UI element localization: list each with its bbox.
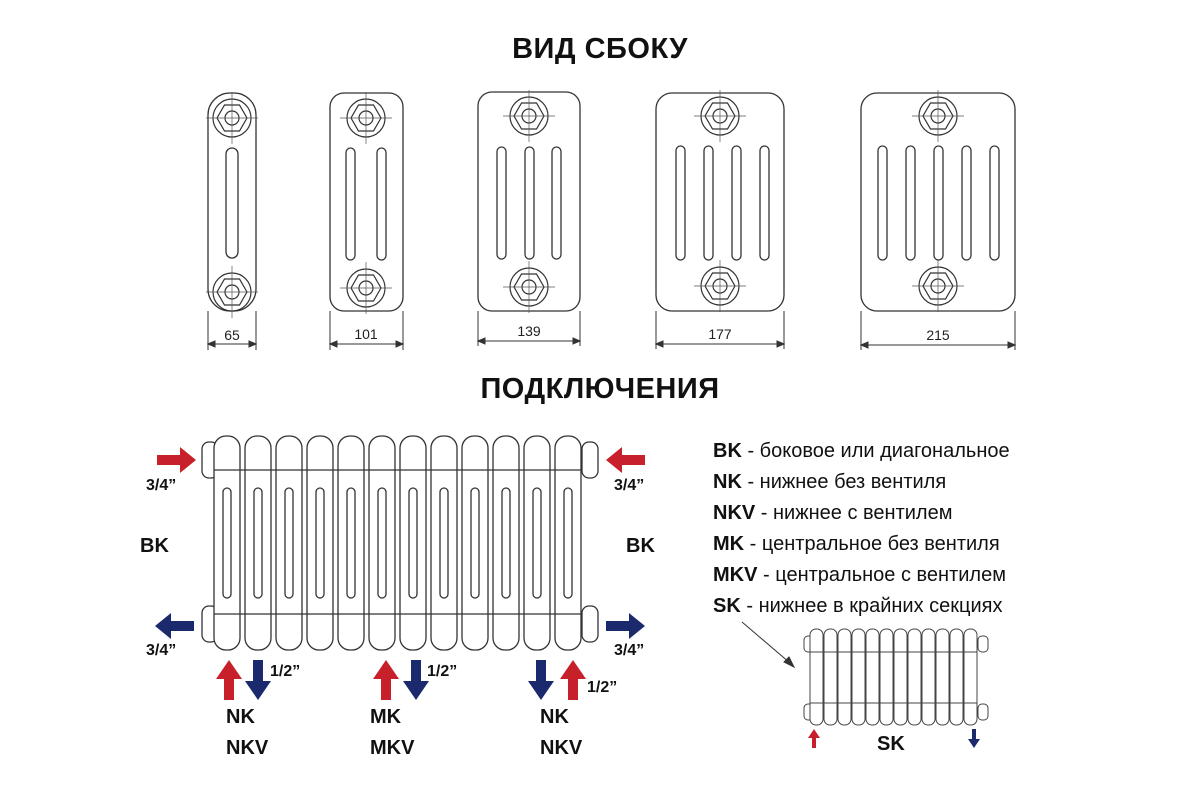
width-label-215: 215 — [926, 327, 950, 343]
arrow-return-bottom-left — [155, 613, 194, 639]
size-label-top-right: 3/4” — [614, 477, 645, 494]
arrow-nk-left-up — [216, 660, 242, 700]
width-label-65: 65 — [224, 327, 240, 343]
legend-code: MKV — [713, 564, 758, 586]
legend-desc: - нижнее в крайних секциях — [740, 595, 1003, 617]
size-label-half-nk-right: 1/2” — [587, 679, 618, 696]
group-label-nkv-left: NKV — [226, 737, 269, 759]
sk-arrow-down — [968, 729, 980, 748]
legend-code: MK — [713, 533, 745, 555]
width-label-101: 101 — [354, 326, 378, 342]
bk-label-right: BK — [626, 535, 655, 557]
size-label-bottom-left: 3/4” — [146, 642, 177, 659]
legend-row: MKV - центральное с вентилем — [713, 560, 1010, 591]
group-label-nkv-right: NKV — [540, 737, 583, 759]
group-label-mkv: MKV — [370, 737, 415, 759]
sk-radiator-label: SK — [877, 733, 905, 755]
legend-code: NKV — [713, 502, 756, 524]
dimension-lines — [206, 311, 1017, 350]
group-label-nk-left: NK — [226, 706, 255, 728]
arrow-mk-down — [403, 660, 429, 700]
width-label-177: 177 — [708, 326, 732, 342]
legend-desc: - нижнее с вентилем — [755, 502, 953, 524]
group-label-nk-right: NK — [540, 706, 569, 728]
arrow-mk-up — [373, 660, 399, 700]
legend-row: MK - центральное без вентиля — [713, 529, 1010, 560]
size-label-top-left: 3/4” — [146, 477, 177, 494]
side-view-title: ВИД СБОКУ — [512, 33, 688, 65]
group-label-mk: MK — [370, 706, 402, 728]
profile-215 — [860, 89, 1016, 313]
profile-139 — [477, 89, 581, 314]
legend-row: BK - боковое или диагональное — [713, 436, 1010, 467]
width-label-139: 139 — [517, 323, 541, 339]
legend-desc: - центральное без вентиля — [744, 533, 1000, 555]
connections-title: ПОДКЛЮЧЕНИЯ — [480, 373, 720, 405]
bk-label-left: BK — [140, 535, 169, 557]
connection-legend: BK - боковое или диагональное NK - нижне… — [713, 436, 1010, 622]
profile-177 — [655, 89, 785, 313]
arrow-nk-left-down — [245, 660, 271, 700]
arrow-return-bottom-right — [606, 613, 645, 639]
legend-row: NK - нижнее без вентиля — [713, 467, 1010, 498]
radiator-front-view — [201, 435, 599, 651]
legend-code: SK — [713, 595, 741, 617]
legend-desc: - нижнее без вентиля — [741, 471, 947, 493]
profile-101 — [329, 91, 404, 315]
legend-code: NK — [713, 471, 742, 493]
legend-code: BK — [713, 440, 742, 462]
legend-desc: - центральное с вентилем — [757, 564, 1006, 586]
arrow-nk-right-down — [528, 660, 554, 700]
sk-pointer-arrow — [741, 621, 796, 669]
legend-desc: - боковое или диагональное — [741, 440, 1010, 462]
sk-arrow-up — [808, 729, 820, 748]
size-label-bottom-right: 3/4” — [614, 642, 645, 659]
legend-row: SK - нижнее в крайних секциях — [713, 591, 1010, 622]
arrow-nk-right-up — [560, 660, 586, 700]
arrow-supply-top-left — [157, 447, 196, 473]
legend-row: NKV - нижнее с вентилем — [713, 498, 1010, 529]
size-label-half-mk: 1/2” — [427, 663, 458, 680]
arrow-supply-top-right — [606, 447, 645, 473]
profile-65 — [205, 91, 259, 319]
size-label-half-nk-left: 1/2” — [270, 663, 301, 680]
sk-radiator — [803, 628, 989, 726]
